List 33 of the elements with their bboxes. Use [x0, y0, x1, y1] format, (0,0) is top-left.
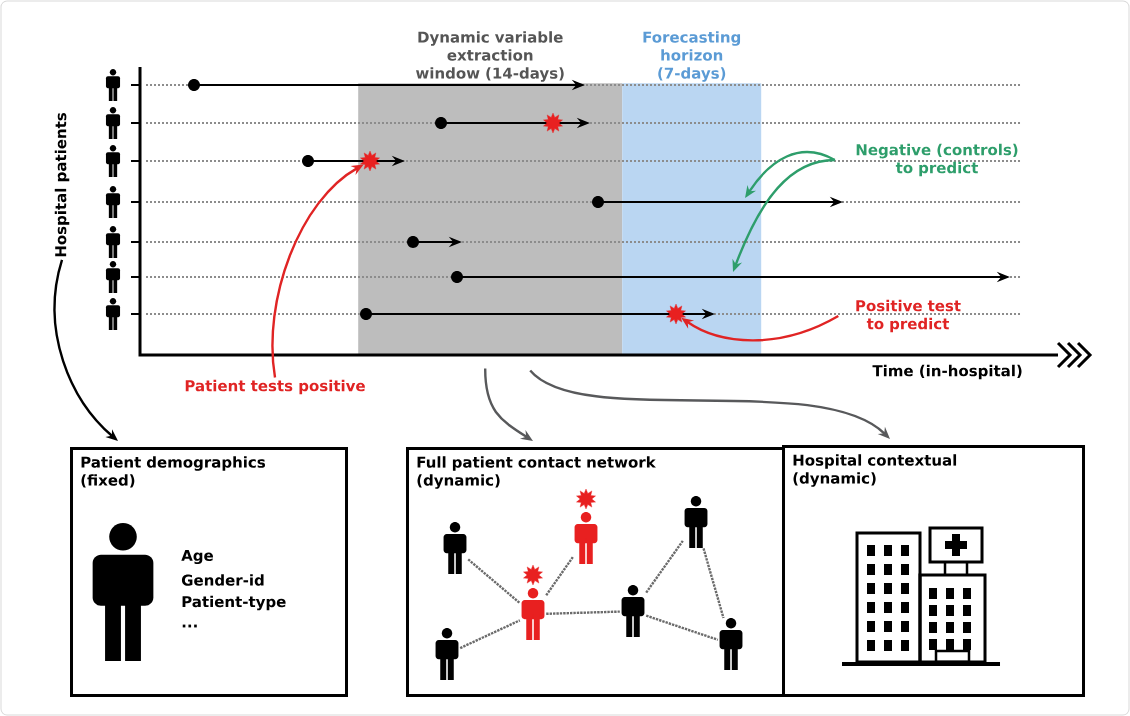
person-icon [621, 585, 645, 637]
attribute-text: Age [181, 549, 213, 565]
person-icon [443, 522, 467, 574]
annotation-text: Positive test to predict [856, 299, 961, 333]
starburst-icon [543, 112, 563, 134]
person-icon [435, 628, 459, 680]
connector [546, 610, 620, 615]
info-panel: Full patient contact network (dynamic) [406, 447, 785, 697]
connector [702, 548, 725, 619]
connector [459, 619, 521, 650]
attribute-text: Gender-id [181, 574, 264, 586]
annotation-text: Patient tests positive [185, 379, 365, 395]
person-icon [521, 564, 545, 640]
person-icon [719, 618, 743, 670]
starburst-icon [666, 303, 686, 325]
connector [467, 558, 521, 604]
node-label: Forecasting horizon (7-days) [643, 31, 741, 82]
starburst-icon [360, 150, 380, 172]
person-icon [574, 488, 598, 564]
axis-title: Hospital patients [54, 113, 70, 257]
arrow [529, 369, 890, 439]
attribute-text: Patient-type [182, 595, 286, 611]
time-window-band: Dynamic variable extraction window (14-days) [358, 31, 623, 356]
connector [645, 614, 719, 641]
axis-label: Time (in-hospital) [872, 364, 1022, 380]
time-window-band: Forecasting horizon (7-days) [622, 31, 762, 356]
node-label: Dynamic variable extraction window (14-days) [415, 31, 564, 82]
info-panel: Hospital contextual (dynamic) [782, 445, 1085, 697]
connector [545, 556, 574, 596]
person-icon [684, 496, 708, 548]
attribute-text: ... [182, 624, 197, 628]
connector [645, 540, 684, 594]
annotation-text: Negative (controls) to predict [856, 143, 1018, 177]
